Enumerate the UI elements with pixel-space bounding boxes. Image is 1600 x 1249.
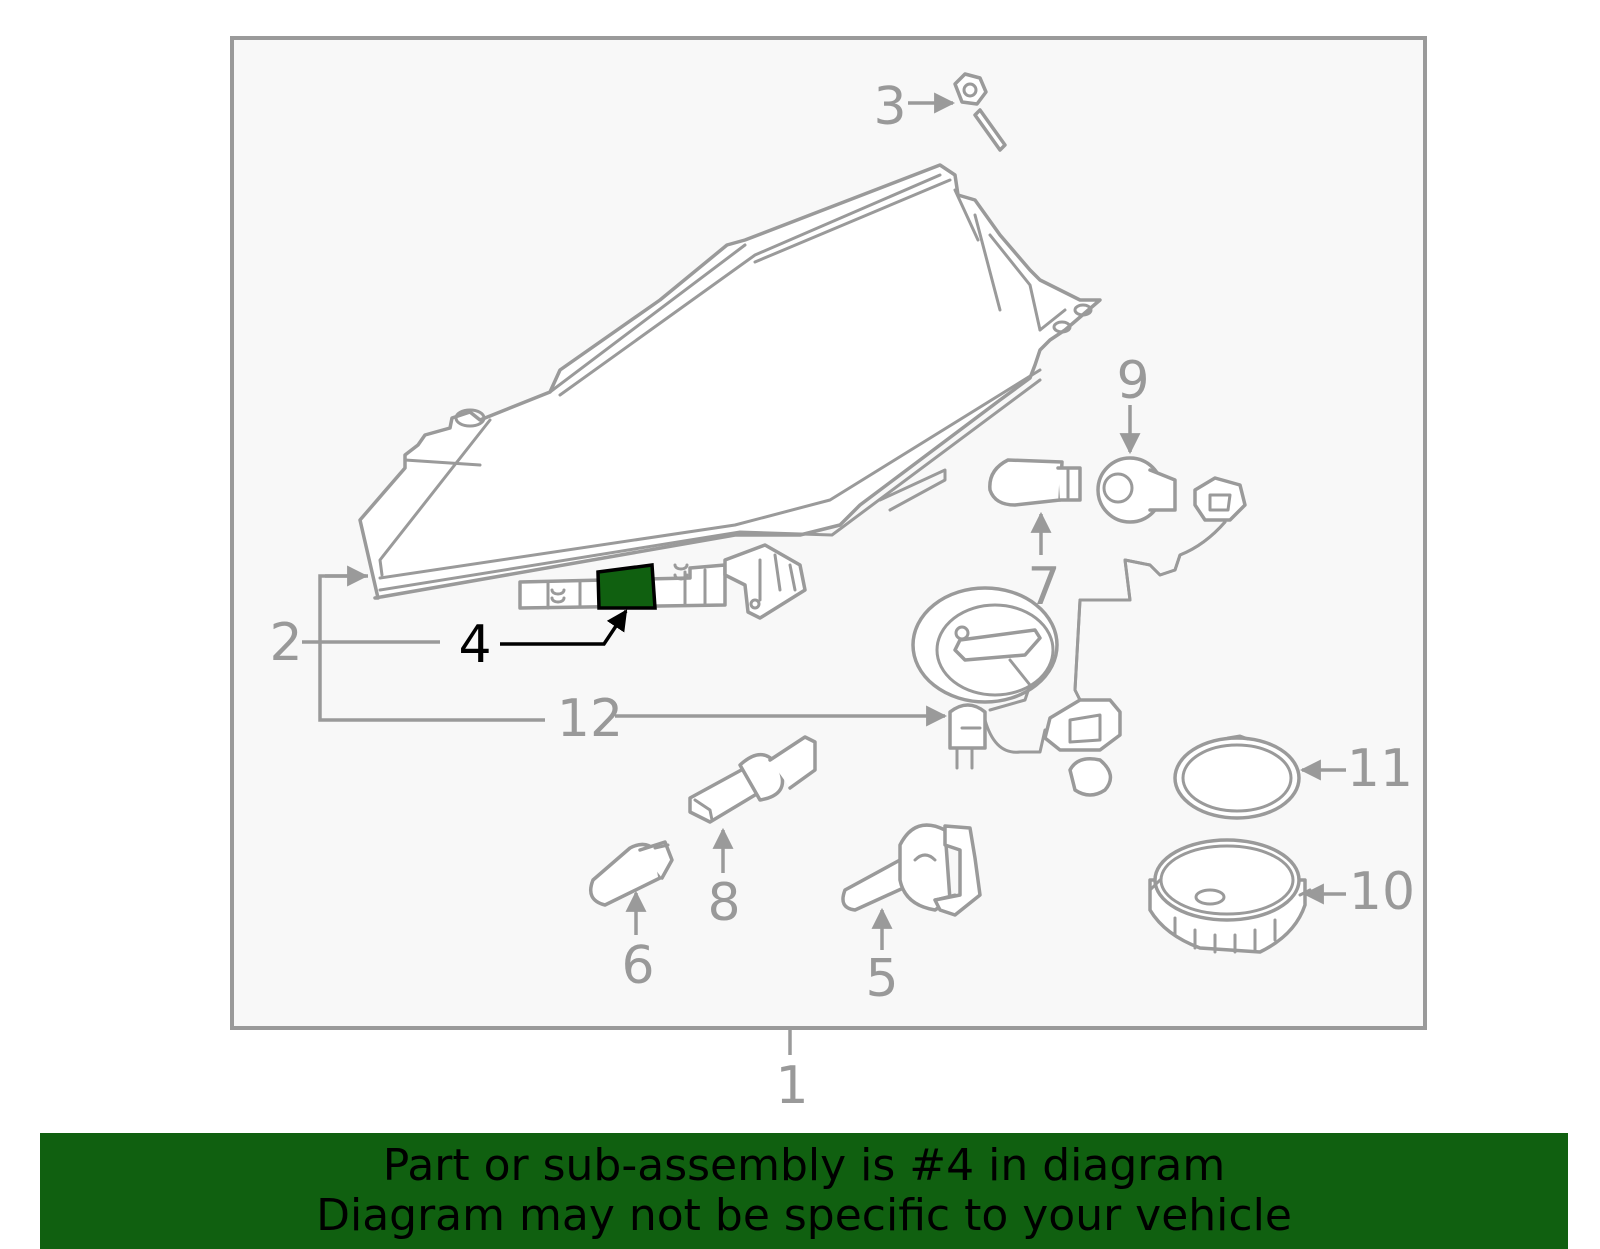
callout-8: 8: [707, 873, 740, 933]
banner-line-1: Part or sub-assembly is #4 in diagram: [382, 1140, 1226, 1191]
wedge-bulb-part-6: [589, 840, 674, 907]
cap-part-10: [1148, 838, 1312, 954]
callout-1: 1: [775, 1056, 808, 1116]
seal-ring-part-11: [1173, 734, 1301, 820]
info-banner: Part or sub-assembly is #4 in diagram Di…: [40, 1133, 1568, 1249]
wedge-bulb-part-7: [988, 458, 1082, 507]
callout-6: 6: [621, 936, 654, 996]
callout-5: 5: [865, 949, 898, 1009]
socket-part-12: [911, 586, 1122, 797]
headlamp-housing: [358, 163, 1102, 620]
bolt-part-3: [953, 72, 1007, 152]
callout-3: 3: [873, 77, 906, 137]
callout-11: 11: [1347, 739, 1413, 799]
callout-7: 7: [1027, 557, 1060, 617]
callout-9: 9: [1116, 351, 1149, 411]
callout-2: 2: [269, 613, 302, 673]
banner-line-2: Diagram may not be specific to your vehi…: [316, 1190, 1292, 1241]
callout-4[interactable]: 4: [458, 615, 491, 675]
callout-12: 12: [557, 689, 623, 749]
socket-part-9: [1096, 456, 1247, 524]
headlamp-bulb-part-5: [841, 823, 982, 917]
socket-part-8: [688, 735, 817, 824]
leader-4[interactable]: [500, 609, 628, 646]
highlighted-part-4[interactable]: [596, 563, 657, 610]
callout-10: 10: [1349, 862, 1415, 922]
